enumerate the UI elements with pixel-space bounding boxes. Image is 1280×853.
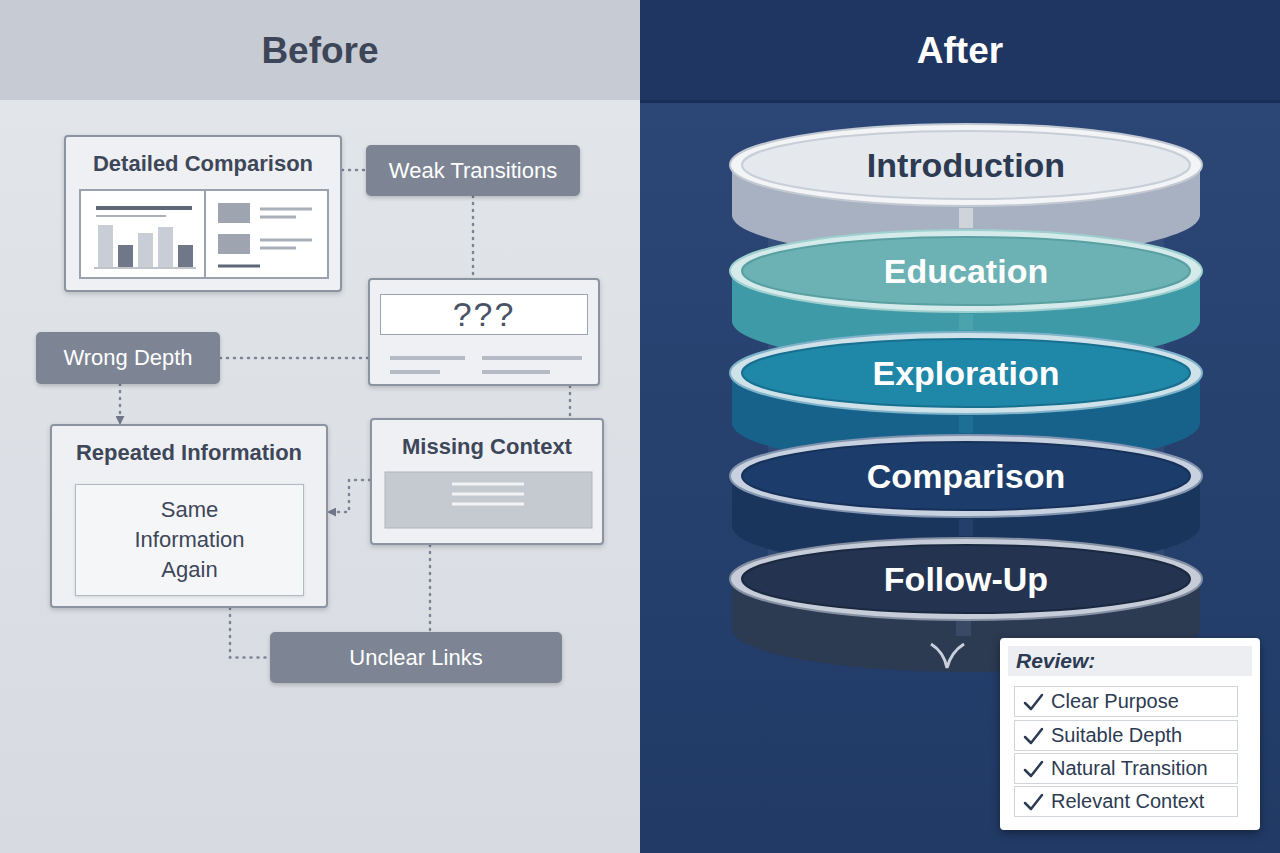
issue-tag: Wrong Depth (36, 332, 220, 384)
dotted-connector (429, 545, 432, 632)
chart-axis (94, 267, 196, 269)
chart-line (96, 215, 166, 217)
check-row: Relevant Context (1014, 786, 1238, 817)
node-text: Wrong Depth (63, 345, 192, 371)
disc-face (742, 442, 1190, 510)
chart-bar (158, 227, 173, 267)
chart-bar (178, 245, 193, 267)
disc-face (742, 339, 1190, 407)
node-text: Same Information Again (115, 495, 265, 584)
chart-bar (138, 233, 153, 267)
stack-connector (959, 416, 973, 433)
node-text: ??? (380, 294, 588, 335)
context-box: Missing Context (370, 418, 604, 545)
check-row: Clear Purpose (1014, 686, 1238, 717)
text-line (390, 356, 465, 360)
panel-heading: Before (0, 30, 640, 72)
text-line (260, 216, 296, 219)
node-text: Suitable Depth (1051, 724, 1182, 747)
disc-rim (730, 538, 1202, 620)
disc-face (742, 131, 1190, 199)
chart-bar (98, 225, 113, 267)
dotted-connector (342, 169, 366, 172)
context-panel (385, 472, 592, 528)
chart-bar (118, 245, 133, 267)
text-line (482, 370, 550, 374)
node-text: Missing Context (402, 434, 572, 460)
text-line (260, 208, 312, 211)
dotted-connector (119, 384, 122, 424)
text-line (260, 247, 296, 250)
chart-divider (204, 190, 206, 278)
text-line (218, 265, 260, 268)
issue-tag: Weak Transitions (366, 145, 580, 196)
dotted-connector (472, 196, 475, 278)
disc-face (742, 237, 1190, 305)
inner-box: Same Information Again (75, 484, 304, 596)
node-text: Unclear Links (349, 645, 482, 671)
check-mark (1025, 795, 1042, 809)
text-line (452, 483, 524, 486)
text-line (482, 356, 582, 360)
text-line (260, 239, 312, 242)
node-text: Review: (1008, 646, 1252, 676)
stage-label: Follow-Up (884, 560, 1048, 599)
node-text: Relevant Context (1051, 790, 1204, 813)
stack-connector (959, 519, 973, 536)
stage-label: Education (884, 252, 1048, 291)
chart-line (96, 206, 192, 210)
stack-connector (959, 208, 973, 228)
stack-connector (959, 314, 973, 330)
header-rule (640, 100, 1280, 103)
panel-heading: After (640, 30, 1280, 72)
check-mark (1025, 729, 1042, 743)
stage-label: Exploration (872, 354, 1059, 393)
issue-tag: Unclear Links (270, 632, 562, 683)
disc-rim (730, 332, 1202, 414)
check-row: Suitable Depth (1014, 720, 1238, 751)
stack-disc: Introduction (728, 122, 1204, 208)
stack-disc: Exploration (728, 330, 1204, 416)
node-text: Clear Purpose (1051, 690, 1179, 713)
after-panel (640, 0, 1280, 853)
stage-label: Comparison (867, 457, 1065, 496)
stack-disc: Follow-Up (728, 536, 1204, 622)
stage-label: Introduction (867, 146, 1065, 185)
check-mark (1025, 695, 1042, 709)
comparison-box: Detailed Comparison (64, 135, 342, 292)
before-header (0, 0, 640, 100)
disc-rim (730, 124, 1202, 206)
chart-frame (80, 190, 328, 278)
unclear-box: ??? (368, 278, 600, 386)
thumb (218, 203, 250, 223)
before-panel (0, 0, 640, 853)
dotted-connector (569, 386, 572, 418)
stack-disc: Comparison (728, 433, 1204, 519)
repeated-box: Same Information Again Repeated Informati… (50, 424, 328, 608)
check-row: Natural Transition (1014, 753, 1238, 784)
text-line (452, 503, 524, 506)
text-line (452, 493, 524, 496)
disc-face (742, 545, 1190, 613)
disc-rim (730, 435, 1202, 517)
node-text: Weak Transitions (389, 158, 557, 184)
node-text: Natural Transition (1051, 757, 1208, 780)
disc-rim (730, 230, 1202, 312)
after-header (640, 0, 1280, 100)
stack-tab (956, 620, 971, 636)
dotted-connector (230, 608, 270, 658)
stack-disc: Education (728, 228, 1204, 314)
thumb (218, 234, 250, 254)
node-text: Repeated Information (76, 440, 302, 466)
node-text: Detailed Comparison (93, 151, 313, 177)
text-line (390, 370, 440, 374)
dotted-connector (328, 480, 370, 512)
review-card: Clear PurposeSuitable DepthNatural Trans… (1000, 638, 1260, 830)
chevron (931, 644, 964, 668)
check-mark (1025, 762, 1042, 776)
dotted-connector (220, 357, 368, 360)
